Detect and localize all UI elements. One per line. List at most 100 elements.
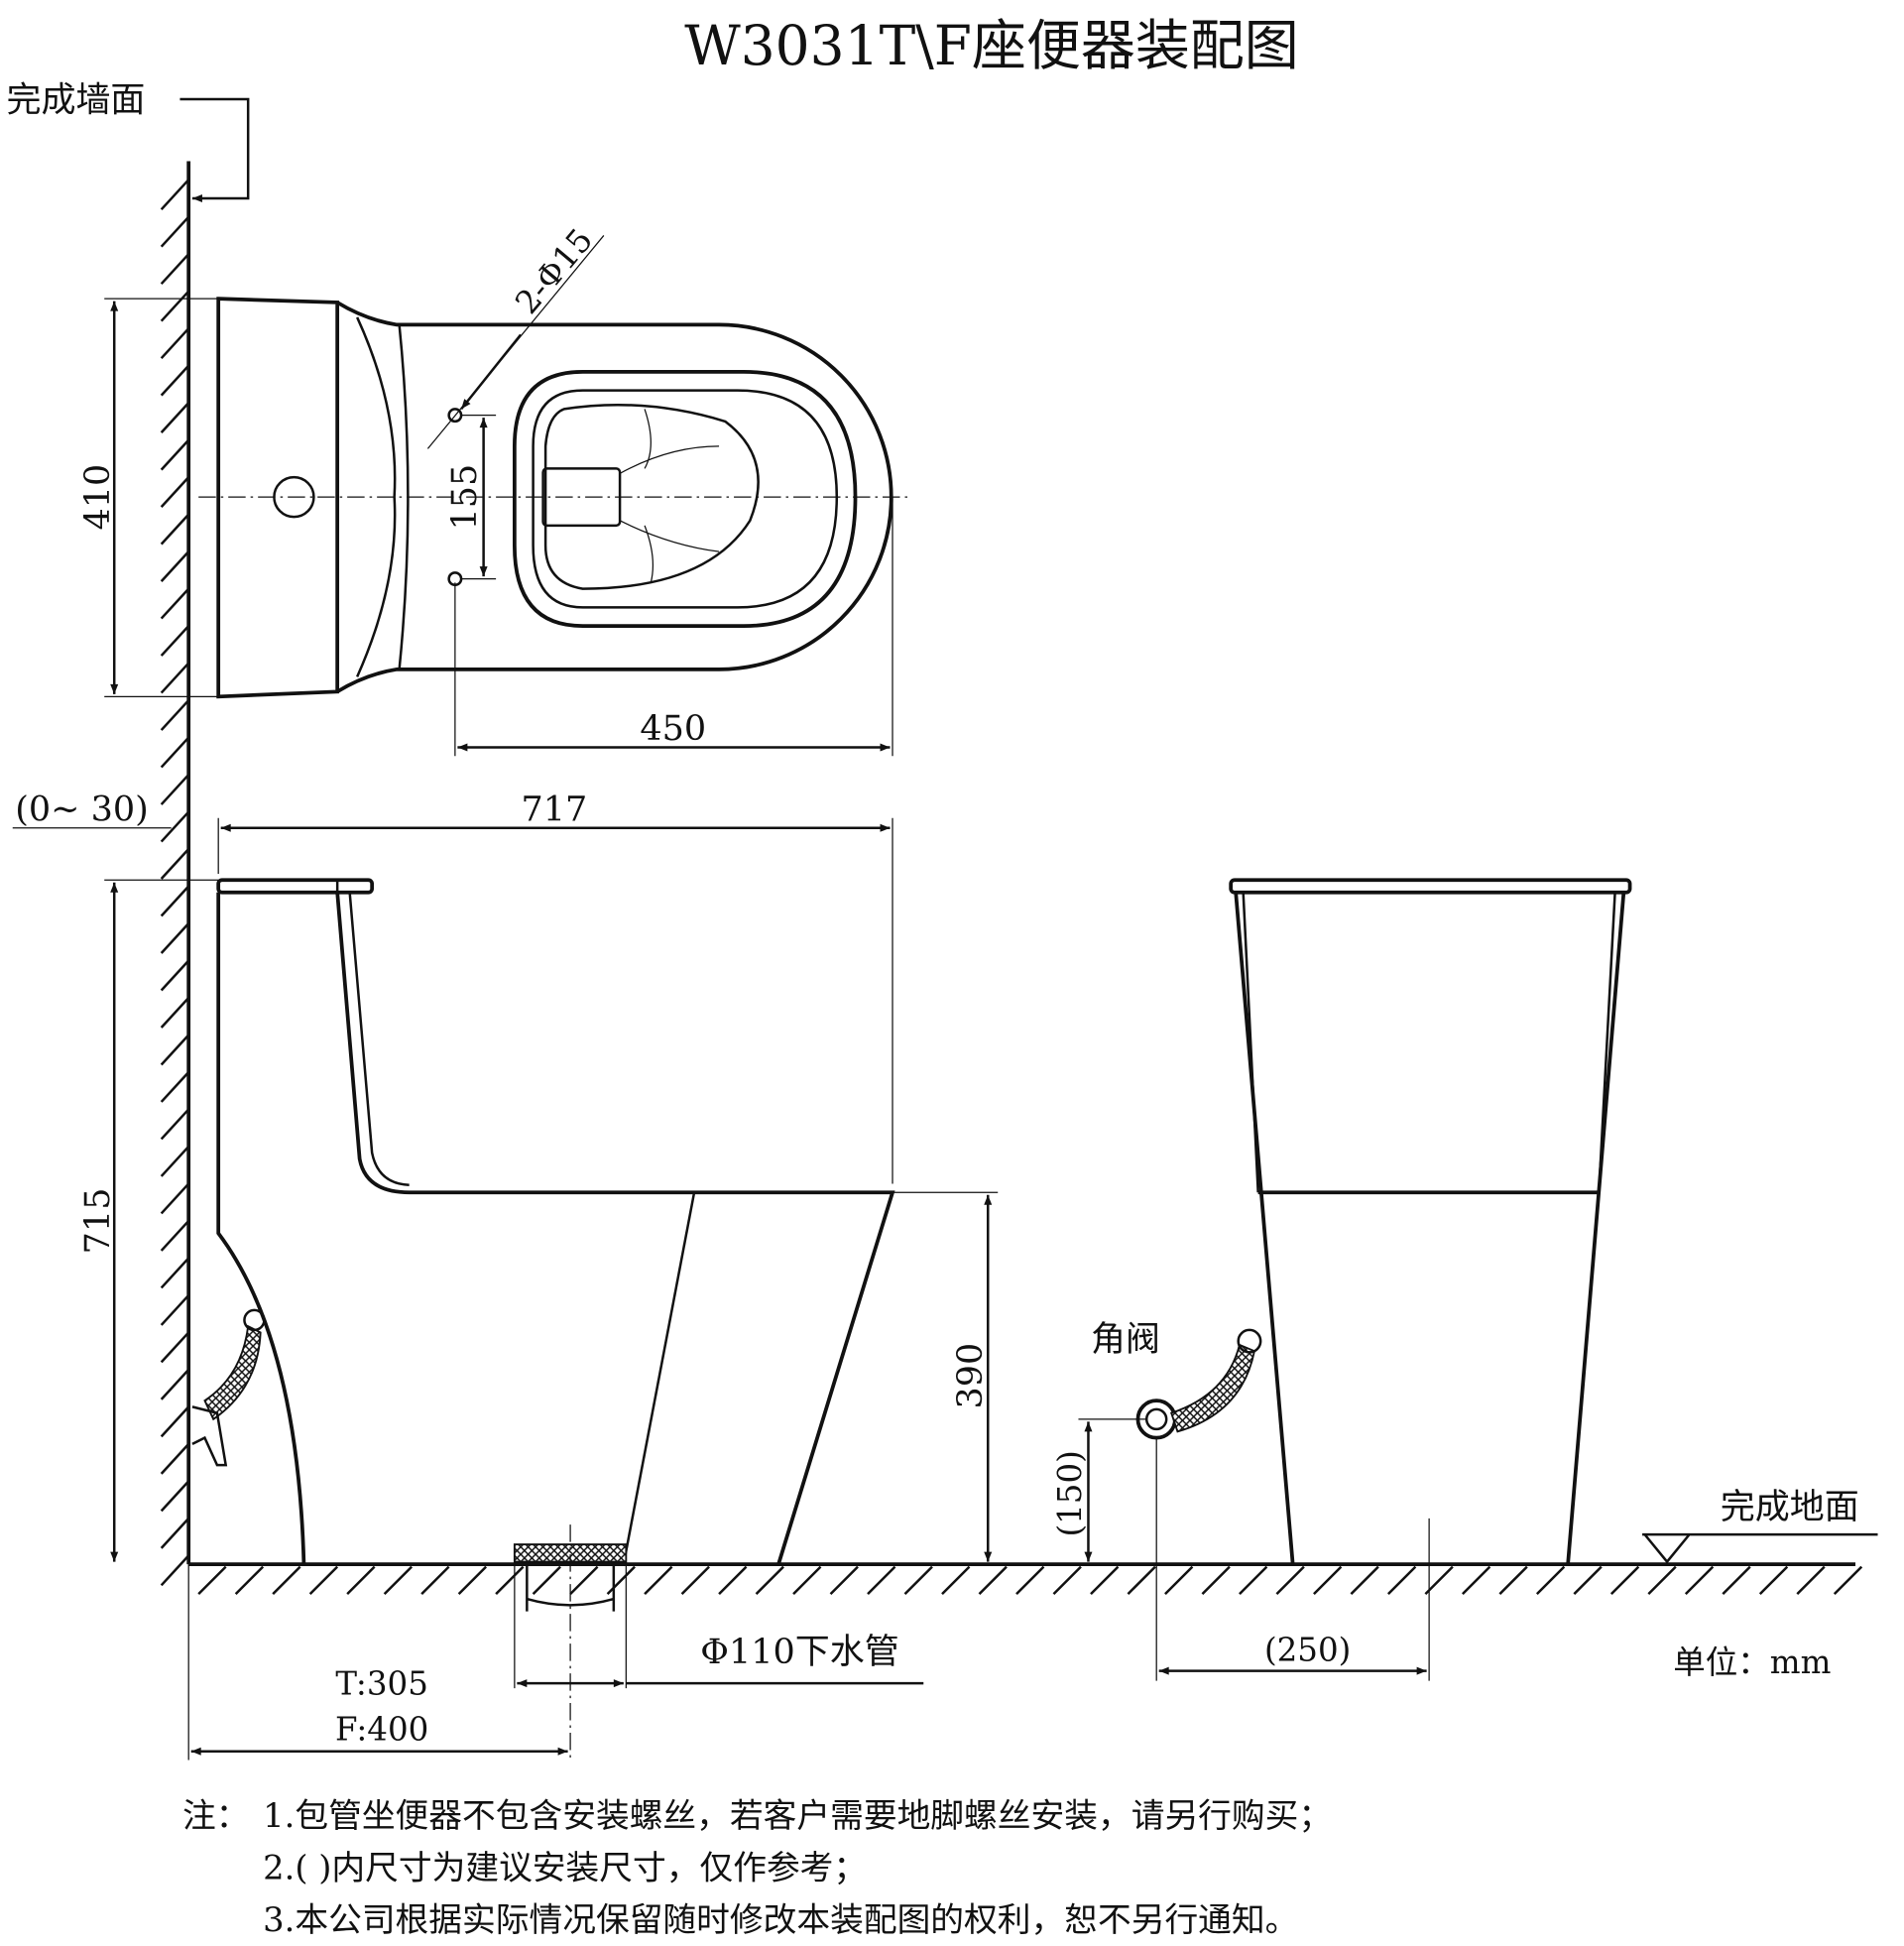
hatch-line bbox=[160, 885, 190, 917]
hatch-line bbox=[1498, 1565, 1528, 1595]
notes-prefix: 注： bbox=[182, 1796, 249, 1835]
hatch-line bbox=[1127, 1565, 1156, 1595]
hatch-line bbox=[755, 1565, 784, 1595]
hatch-line bbox=[160, 513, 190, 546]
hatch-line bbox=[160, 438, 190, 471]
dim-holes: 2-Φ15 bbox=[508, 221, 600, 321]
finished-wall: 完成墙面 bbox=[6, 80, 250, 1587]
hatch-line bbox=[569, 1565, 599, 1595]
hatch-line bbox=[644, 1565, 673, 1595]
hatch-line bbox=[160, 922, 190, 954]
hatch-line bbox=[718, 1565, 748, 1595]
hatch-line bbox=[941, 1565, 971, 1595]
hatch-line bbox=[160, 997, 190, 1029]
dim-155: 155 bbox=[445, 464, 485, 531]
hatch-line bbox=[160, 402, 190, 433]
hatch-line bbox=[160, 1443, 190, 1475]
hatch-line bbox=[160, 1071, 190, 1103]
hatch-line bbox=[160, 1182, 190, 1215]
dim-valve-offset: (250) bbox=[1264, 1632, 1351, 1669]
hatch-line bbox=[1313, 1565, 1343, 1595]
hatch-line bbox=[457, 1565, 488, 1595]
hatch-line bbox=[1684, 1565, 1715, 1595]
hatch-line bbox=[160, 774, 190, 805]
hatch-line bbox=[1573, 1565, 1603, 1595]
angle-valve-label: 角阀 bbox=[1091, 1320, 1160, 1360]
dim-410: 410 bbox=[78, 464, 118, 531]
hatch-line bbox=[420, 1565, 450, 1595]
hatch-line bbox=[160, 1034, 190, 1066]
hatch-line bbox=[160, 215, 190, 248]
side-view: (0~ 30) 717 715 390 Φ110下水管 T:3 bbox=[12, 790, 999, 1761]
hatch-line bbox=[160, 1294, 190, 1326]
dim-450: 450 bbox=[640, 709, 706, 749]
hatch-line bbox=[1387, 1565, 1417, 1595]
hatch-line bbox=[160, 253, 190, 286]
front-view: 角阀 (150) (250) bbox=[1051, 878, 1632, 1681]
hatch-line bbox=[160, 476, 190, 508]
dim-rough-in-t: T:305 bbox=[335, 1664, 427, 1702]
note-2: 2.( )内尺寸为建议安装尺寸，仅作参考； bbox=[263, 1849, 867, 1887]
hatch-line bbox=[532, 1565, 561, 1595]
hatch-line bbox=[1647, 1565, 1677, 1595]
hatch-line bbox=[160, 1518, 190, 1549]
hatch-line bbox=[867, 1565, 896, 1595]
finished-floor: 完成地面 bbox=[188, 1488, 1878, 1595]
hatch-line bbox=[978, 1565, 1008, 1595]
hatch-line bbox=[1722, 1565, 1751, 1595]
hatch-line bbox=[160, 1220, 190, 1252]
hatch-line bbox=[1090, 1565, 1120, 1595]
hatch-line bbox=[160, 179, 190, 211]
hatch-line bbox=[160, 1108, 190, 1141]
hatch-line bbox=[1015, 1565, 1045, 1595]
hatch-line bbox=[1833, 1565, 1863, 1595]
hatch-line bbox=[1201, 1565, 1231, 1595]
hatch-line bbox=[160, 1405, 190, 1438]
unit-label: 单位：mm bbox=[1673, 1643, 1831, 1681]
note-3: 3.本公司根据实际情况保留随时修改本装配图的权利，恕不另行通知。 bbox=[263, 1900, 1298, 1939]
dim-715: 715 bbox=[78, 1188, 118, 1255]
hatch-line bbox=[160, 959, 190, 992]
drain-pipe: Φ110下水管 bbox=[513, 1524, 924, 1761]
drawing-title: W3031T\F座便器装配图 bbox=[684, 14, 1299, 77]
hatch-line bbox=[160, 810, 190, 843]
hatch-line bbox=[1796, 1565, 1826, 1595]
hatch-line bbox=[1239, 1565, 1268, 1595]
hatch-line bbox=[160, 1331, 190, 1364]
hatch-line bbox=[160, 1369, 190, 1400]
hatch-line bbox=[160, 736, 190, 769]
dim-valve-height: (150) bbox=[1051, 1450, 1089, 1536]
hatch-line bbox=[1052, 1565, 1082, 1595]
hatch-line bbox=[1461, 1565, 1491, 1595]
drain-pipe-label: Φ110下水管 bbox=[700, 1633, 898, 1672]
hatch-line bbox=[160, 1146, 190, 1177]
hatch-line bbox=[680, 1565, 710, 1595]
dim-390: 390 bbox=[951, 1343, 991, 1409]
hatch-line bbox=[160, 1554, 190, 1587]
hatch-line bbox=[197, 1565, 227, 1595]
hatch-line bbox=[1350, 1565, 1379, 1595]
dim-wall-gap: (0~ 30) bbox=[15, 790, 149, 829]
hatch-line bbox=[1535, 1565, 1566, 1595]
hatch-line bbox=[1609, 1565, 1640, 1595]
note-1: 1.包管坐便器不包含安装螺丝，若客户需要地脚螺丝安装，请另行购买； bbox=[263, 1796, 1332, 1835]
dim-rough-in-f: F:400 bbox=[335, 1711, 428, 1749]
hatch-line bbox=[160, 550, 190, 582]
hatch-line bbox=[160, 587, 190, 620]
hatch-line bbox=[160, 848, 190, 880]
notes: 注： 1.包管坐便器不包含安装螺丝，若客户需要地脚螺丝安装，请另行购买； 2.(… bbox=[182, 1796, 1332, 1939]
dim-717: 717 bbox=[521, 790, 587, 829]
finished-floor-label: 完成地面 bbox=[1721, 1488, 1859, 1527]
hatch-line bbox=[160, 290, 190, 322]
hatch-line bbox=[606, 1565, 636, 1595]
hatch-line bbox=[1275, 1565, 1305, 1595]
hatch-line bbox=[272, 1565, 301, 1595]
hatch-line bbox=[383, 1565, 414, 1595]
hatch-line bbox=[903, 1565, 933, 1595]
hatch-line bbox=[160, 1480, 190, 1513]
hatch-line bbox=[308, 1565, 339, 1595]
hatch-line bbox=[1758, 1565, 1789, 1595]
finished-wall-label: 完成墙面 bbox=[6, 80, 145, 120]
hatch-line bbox=[234, 1565, 265, 1595]
